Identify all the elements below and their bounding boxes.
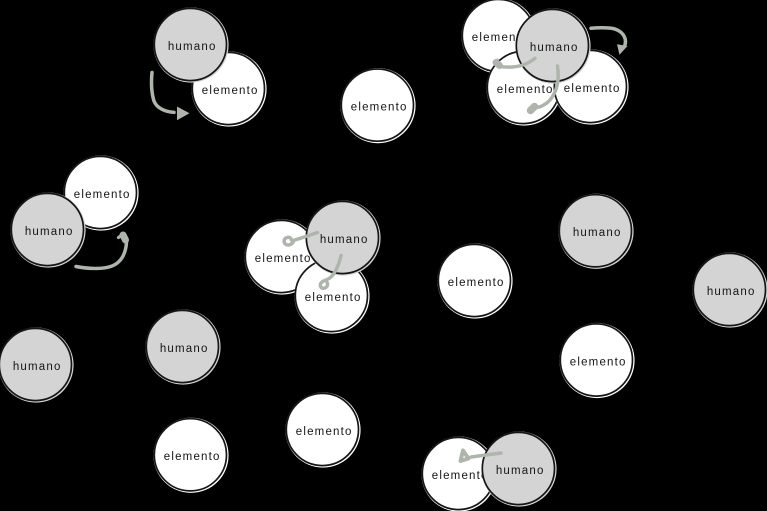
svg-text:elemento: elemento — [432, 470, 489, 482]
svg-text:humano: humano — [573, 227, 622, 239]
svg-text:humano: humano — [496, 465, 545, 477]
svg-text:elemento: elemento — [202, 85, 259, 97]
svg-text:elemento: elemento — [305, 292, 362, 304]
svg-text:humano: humano — [160, 343, 209, 355]
svg-text:elemento: elemento — [448, 277, 505, 289]
svg-text:elemento: elemento — [164, 451, 221, 463]
svg-text:elemento: elemento — [74, 189, 131, 201]
svg-text:humano: humano — [530, 42, 579, 54]
svg-text:elemento: elemento — [351, 101, 408, 113]
svg-text:elemento: elemento — [497, 84, 554, 96]
svg-text:humano: humano — [320, 234, 369, 246]
svg-text:elemento: elemento — [472, 32, 529, 44]
svg-text:humano: humano — [25, 226, 74, 238]
svg-text:elemento: elemento — [570, 356, 627, 368]
svg-text:elemento: elemento — [564, 83, 621, 95]
svg-text:humano: humano — [707, 286, 756, 298]
svg-text:elemento: elemento — [255, 253, 312, 265]
svg-text:elemento: elemento — [296, 426, 353, 438]
svg-text:humano: humano — [168, 41, 217, 53]
svg-text:humano: humano — [13, 361, 62, 373]
